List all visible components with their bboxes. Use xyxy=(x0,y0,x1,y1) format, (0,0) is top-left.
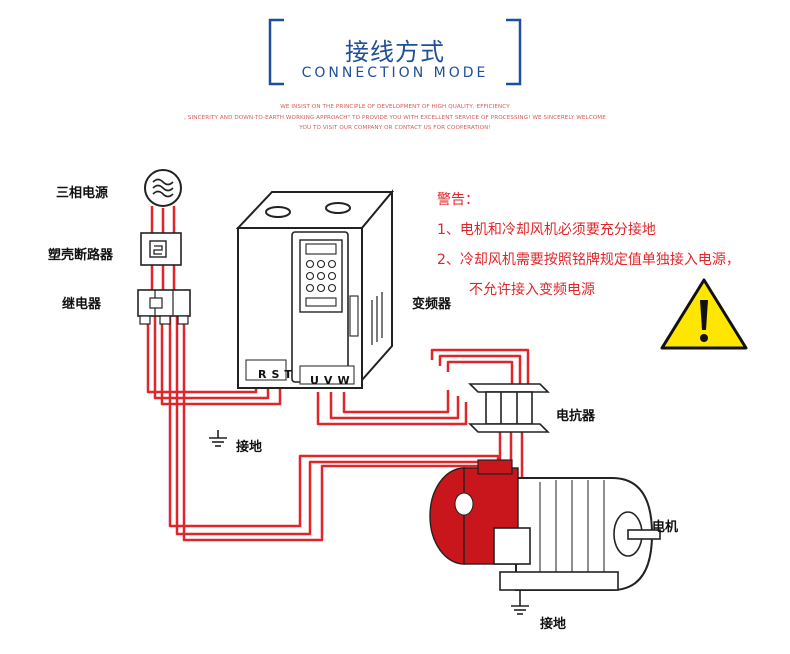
page-title: 接线方式 xyxy=(345,38,445,66)
output-terminals-label: UVW xyxy=(310,374,355,387)
ground-icon xyxy=(209,430,227,447)
slogan-line-3: YOU TO VISIT OUR COMPANY OR CONTACT US F… xyxy=(299,125,491,131)
motor-drawing xyxy=(429,459,661,591)
relay-label: 继电器 xyxy=(62,297,102,312)
ground-label-bottom: 接地 xyxy=(540,617,567,632)
inverter-label: 变频器 xyxy=(412,297,452,312)
title-box: 接线方式 CONNECTION MODE xyxy=(268,18,522,90)
ac-wave-icon xyxy=(144,169,182,207)
breaker-symbol xyxy=(140,232,182,266)
warning-line-1: 1、电机和冷却风机必须要充分接地 xyxy=(437,222,656,238)
breaker-label: 塑壳断路器 xyxy=(48,248,114,263)
warning-triangle-icon xyxy=(660,278,748,350)
title-frame xyxy=(268,18,522,86)
warning-heading: 警告： xyxy=(437,192,479,208)
ground-icon-motor xyxy=(511,590,529,615)
reactor-label: 电抗器 xyxy=(556,409,596,424)
power-label: 三相电源 xyxy=(56,186,109,201)
slogan-line-1: WE INSIST ON THE PRINCIPLE OF DEVELOPMEN… xyxy=(280,104,510,110)
slogan-line-2: , SINCERITY AND DOWN-TO-EARTH WORKING AP… xyxy=(184,115,606,121)
input-terminals-label: RST xyxy=(258,368,297,381)
page-subtitle: CONNECTION MODE xyxy=(301,65,489,81)
inverter-drawing xyxy=(235,189,395,389)
warning-line-3: 不允许接入变频电源 xyxy=(469,282,595,298)
warning-line-2: 2、冷却风机需要按照铭牌规定值单独接入电源， xyxy=(437,252,740,268)
reactor-drawing xyxy=(468,383,550,433)
ground-label-left: 接地 xyxy=(236,440,263,455)
relay-symbol xyxy=(137,289,191,325)
motor-label: 电机 xyxy=(652,520,679,535)
